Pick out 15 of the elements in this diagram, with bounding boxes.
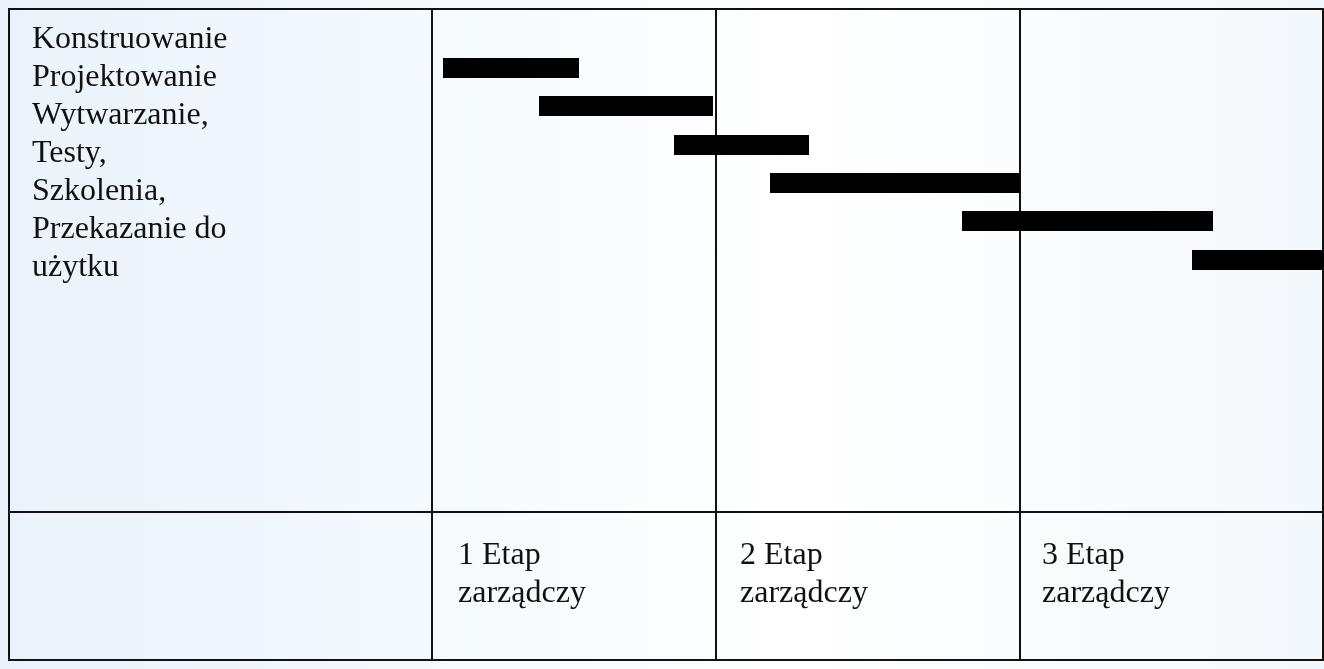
gantt-bar	[674, 135, 809, 155]
gantt-bar	[962, 211, 1213, 231]
task-name: Szkolenia,	[32, 170, 168, 208]
task-name: Testy,	[32, 132, 108, 170]
gantt-bar	[539, 96, 713, 116]
task-name: Przekazanie do użytku	[32, 208, 228, 284]
stage-label: 3 Etap zarządczy	[1042, 534, 1171, 610]
task-name: Projektowanie	[32, 56, 218, 94]
task-name: Wytwarzanie,	[32, 94, 210, 132]
gantt-bar	[770, 173, 1020, 193]
gantt-bar	[443, 58, 579, 78]
task-name: Konstruowanie	[32, 18, 229, 56]
gantt-bar	[1192, 250, 1324, 270]
stage-label: 1 Etap zarządczy	[458, 534, 587, 610]
stage-label: 2 Etap zarządczy	[740, 534, 869, 610]
